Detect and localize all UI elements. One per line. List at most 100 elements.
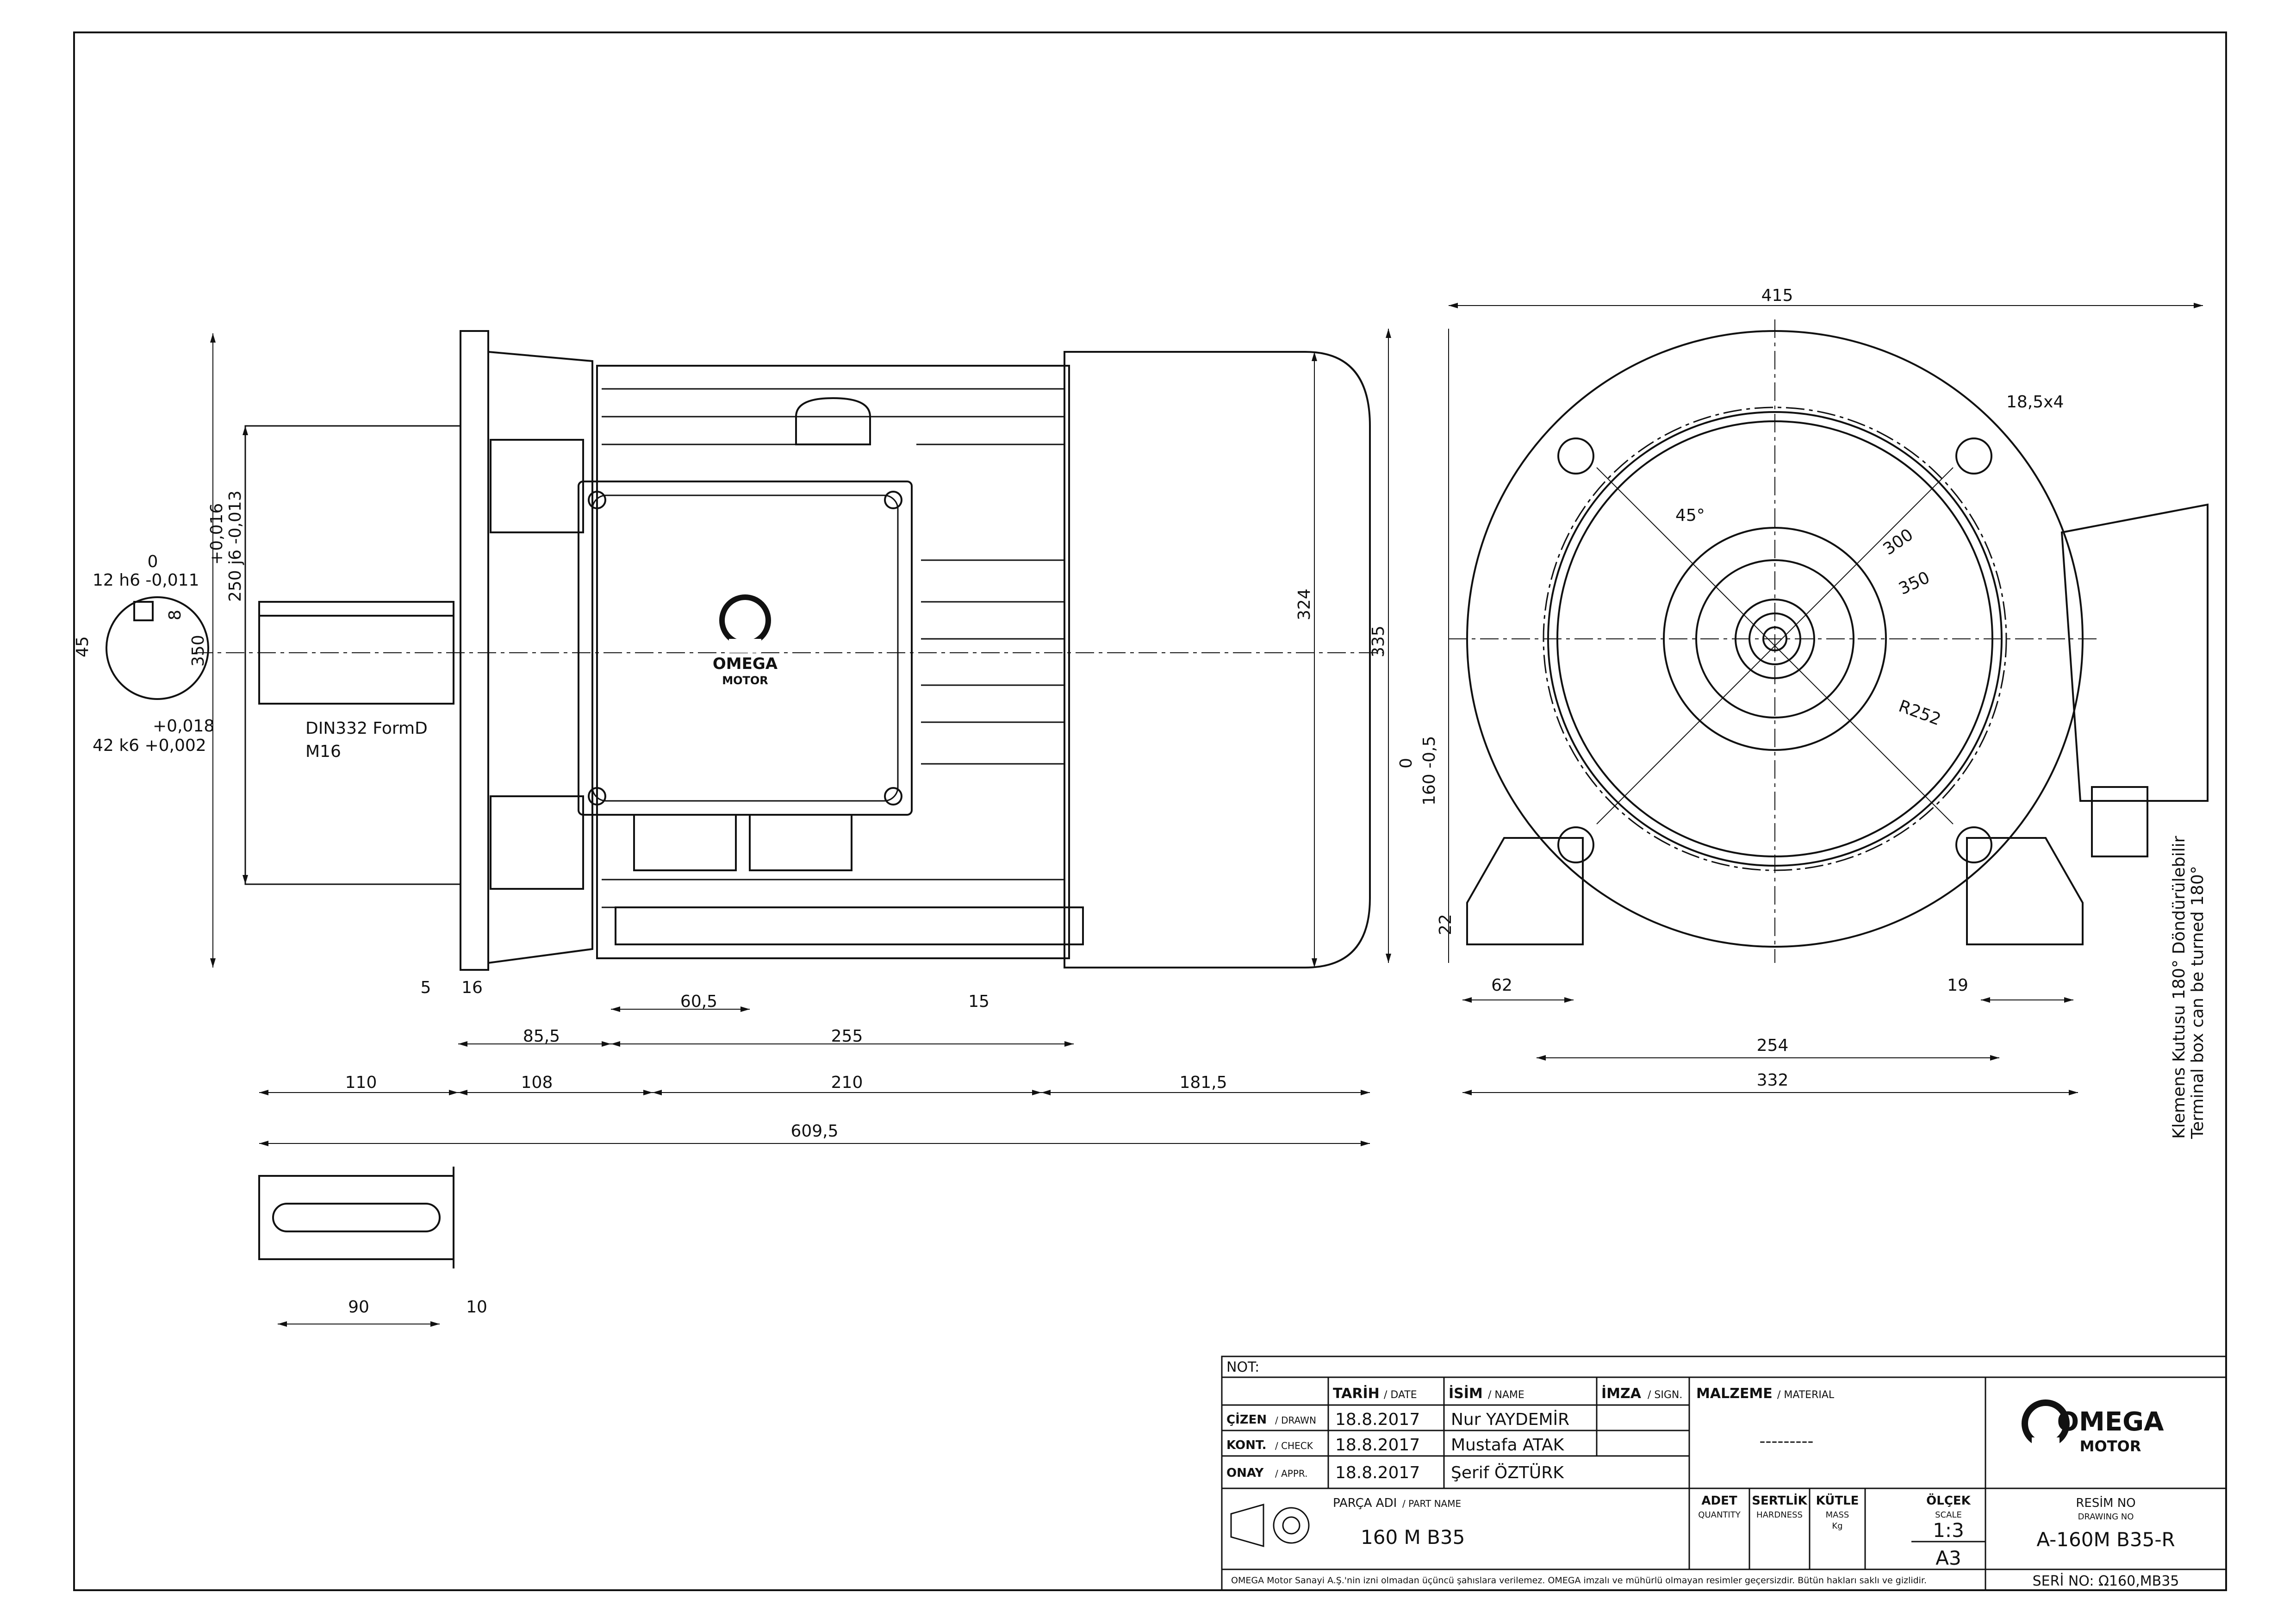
sertlik-label: SERTLİK [1752,1493,1807,1508]
bolt-hole [1955,437,1992,475]
kutle-label-en2: Kg [1832,1521,1842,1531]
shaft-dim-350: 350 [189,635,208,667]
dim-5: 5 [421,978,431,997]
logo-sub: MOTOR [722,674,768,687]
shaft-dim-8: 8 [166,610,185,620]
col-sign-en: / SIGN. [1648,1389,1682,1401]
row1-role-en: / CHECK [1275,1440,1313,1451]
dim-15: 15 [968,992,989,1011]
flange-tol-2: 250 j6 -0,013 [226,490,245,602]
flange-plate [460,330,489,971]
dim-108: 108 [521,1073,553,1092]
disclaimer: OMEGA Motor Sanayi A.Ş.'nin izni olmadan… [1231,1575,1927,1586]
row2-role-en: / APPR. [1275,1468,1307,1479]
shaft-dim-42k6: 42 k6 +0,002 [93,736,206,755]
foot [615,906,1084,945]
keyway-detail [258,1167,454,1268]
dim-16: 16 [461,978,483,997]
material-label-en: / MATERIAL [1777,1389,1835,1401]
part-label: PARÇA ADI [1333,1496,1397,1510]
col-name-en: / NAME [1488,1389,1524,1401]
olcek-label: ÖLÇEK [1926,1493,1971,1508]
adet-label: ADET [1701,1494,1737,1508]
dim-254: 254 [1757,1036,1789,1055]
adet-label-en: QUANTITY [1698,1510,1741,1520]
motor-body [596,365,1070,959]
dim-r252: R252 [1896,697,1943,730]
dimension-lines [210,303,2203,1327]
terminal-box-side [2060,503,2209,802]
dim-60-5: 60,5 [680,992,717,1011]
sertlik-label-en: HARDNESS [1756,1510,1803,1520]
dim-210: 210 [831,1073,863,1092]
scale-value: 1:3 [1933,1519,1964,1542]
dim-609-5: 609,5 [790,1122,838,1141]
dim-300: 300 [1880,525,1917,559]
part-value: 160 M B35 [1361,1526,1465,1549]
row2-role: ONAY [1226,1466,1264,1480]
material-label: MALZEME [1696,1386,1773,1402]
dim-85-5: 85,5 [523,1027,560,1046]
dim-160: 160 -0,5 [1420,736,1439,806]
shaft-tol-018: +0,018 [153,717,214,736]
title-block-texts: NOT: TARİH / DATE İSİM / NAME İMZA / SIG… [1226,1359,2179,1589]
shaft-dim-0: 0 [148,552,158,571]
dim-0: 0 [1397,758,1416,768]
shaft-dim-45: 45 [73,636,92,657]
row2-name: Şerif ÖZTÜRK [1451,1463,1564,1482]
col-name: İSİM [1449,1385,1483,1402]
title-logo-brand: OMEGA [2057,1407,2165,1437]
seri-no: SERİ NO: Ω160,MB35 [2033,1573,2179,1589]
terminal-note-1: Klemens Kutusu 180° Döndürülebilir [2170,836,2189,1139]
front-view [1449,319,2209,963]
dim-hole: 18,5x4 [2006,393,2064,412]
terminal-box [578,481,913,816]
col-date-en: / DATE [1384,1389,1417,1401]
row0-date: 18.8.2017 [1335,1410,1420,1429]
dim-255: 255 [831,1027,863,1046]
terminal-box-logo: OMEGA MOTOR [713,594,778,687]
din-note-1: DIN332 FormD [305,719,428,738]
col-date: TARİH [1333,1385,1380,1402]
title-block [1221,1355,2227,1591]
din-note-2: M16 [305,742,341,761]
bolt-hole [1557,826,1594,863]
dim-324: 324 [1295,588,1314,620]
side-view [194,330,1384,971]
dim-90: 90 [348,1298,369,1317]
dim-181-5: 181,5 [1179,1073,1227,1092]
dim-332: 332 [1757,1071,1789,1090]
dimension-texts: 415 18,5x4 45° 300 350 R252 324 335 0 16… [73,286,2207,1317]
dim-110: 110 [345,1073,377,1092]
fan-cover [1064,351,1371,968]
kutle-label: KÜTLE [1816,1493,1859,1508]
col-sign: İMZA [1601,1385,1642,1402]
row0-role-en: / DRAWN [1275,1415,1316,1426]
dim-335: 335 [1369,625,1388,657]
shaft-end-detail [106,596,209,700]
dim-62: 62 [1491,976,1512,995]
terminal-note-2: Terminal box can be turned 180° [2188,866,2207,1139]
flange-tol-1: +0,016 [207,503,226,565]
row0-role: ÇİZEN [1226,1412,1267,1427]
part-label-en: / PART NAME [1402,1498,1461,1509]
dim-22: 22 [1436,914,1455,935]
olcek-label-en: SCALE [1935,1510,1962,1520]
kutle-label-en1: MASS [1826,1510,1849,1520]
logo-brand: OMEGA [713,655,778,673]
bolt-hole [1557,437,1594,475]
row1-date: 18.8.2017 [1335,1436,1420,1455]
bolt-hole [1955,826,1992,863]
row1-name: Mustafa ATAK [1451,1436,1565,1455]
dim-10: 10 [466,1298,487,1317]
dim-45deg: 45° [1675,506,1705,525]
resim-no-label: RESİM NO [2076,1495,2135,1510]
title-logo-sub: MOTOR [2080,1437,2141,1455]
drawing-no: A-160M B35-R [2036,1528,2175,1551]
row1-role: KONT. [1226,1438,1267,1452]
title-block-logo: OMEGA MOTOR [2022,1399,2165,1455]
sheet-frame [73,31,2227,1591]
not-label: NOT: [1226,1359,1259,1375]
dim-350: 350 [1896,568,1933,599]
